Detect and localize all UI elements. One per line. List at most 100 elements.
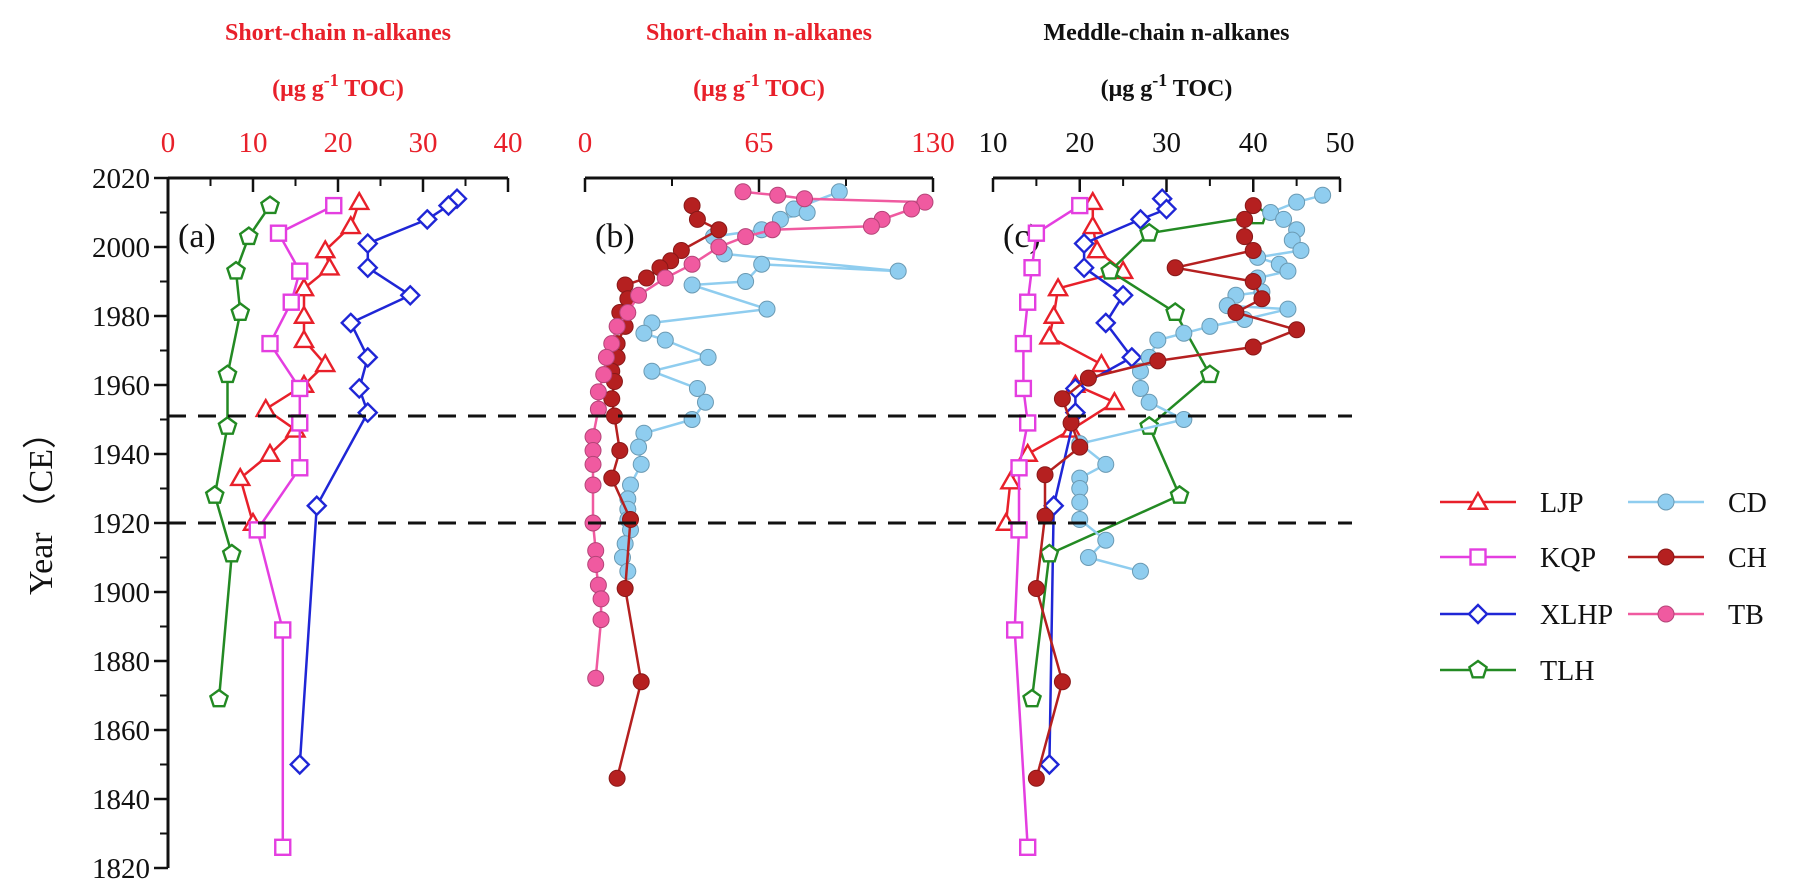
data-point — [1244, 338, 1262, 356]
data-point — [204, 484, 225, 504]
data-point — [1175, 411, 1193, 428]
series-KQP — [248, 196, 343, 856]
data-point — [291, 414, 309, 432]
legend-item-CH: CH — [1628, 543, 1767, 574]
x-tick-label: 50 — [1326, 127, 1355, 159]
panel-label: (b) — [595, 218, 635, 255]
data-point — [1236, 210, 1254, 228]
data-point — [291, 379, 309, 398]
legend-marker — [1657, 493, 1675, 511]
data-point — [437, 194, 460, 217]
data-point — [737, 228, 755, 246]
data-point — [696, 393, 714, 411]
series-CH — [1027, 197, 1306, 787]
x-tick-label: 65 — [745, 127, 774, 159]
data-point — [238, 226, 259, 246]
series-CD — [613, 183, 907, 580]
data-point — [1103, 390, 1126, 411]
data-point — [1139, 222, 1160, 242]
data-point — [1236, 228, 1254, 246]
data-point — [619, 304, 637, 322]
data-point — [1073, 232, 1095, 255]
data-point — [248, 521, 266, 539]
data-point — [763, 221, 781, 239]
x-tick-label: 0 — [161, 127, 176, 159]
data-point — [592, 611, 610, 629]
data-point — [1036, 466, 1054, 484]
data-point — [292, 276, 316, 297]
data-point — [1131, 379, 1149, 397]
data-point — [597, 348, 615, 366]
data-point — [258, 442, 282, 462]
data-point — [1071, 511, 1089, 529]
data-point — [1079, 549, 1097, 566]
data-point — [1149, 331, 1167, 349]
legend-item-CD: CD — [1628, 488, 1767, 519]
legend-label: TLH — [1540, 656, 1594, 687]
y-tick-label: 2020 — [92, 163, 150, 195]
data-point — [796, 190, 814, 208]
x-tick-label: 130 — [911, 127, 955, 159]
data-point — [1095, 312, 1117, 334]
data-point — [688, 379, 706, 397]
y-axis-label: Year（CE） — [22, 415, 60, 595]
data-point — [221, 543, 242, 563]
data-point — [1027, 224, 1046, 242]
x-tick-label: 20 — [1065, 127, 1094, 159]
panel-unit: (μg g-1 TOC) — [693, 70, 825, 102]
y-tick-label: 1960 — [92, 370, 150, 402]
legend-item-TLH: TLH — [1440, 656, 1594, 687]
data-point — [1244, 241, 1262, 259]
data-point — [603, 469, 621, 487]
data-point — [683, 276, 701, 294]
data-point — [1129, 208, 1152, 231]
series-line — [298, 197, 458, 765]
data-point — [1027, 769, 1045, 787]
legend-marker — [1469, 548, 1487, 566]
data-point — [830, 183, 848, 201]
data-point — [261, 334, 279, 353]
data-point — [1112, 284, 1134, 306]
data-point — [225, 260, 247, 280]
x-tick-label: 0 — [578, 127, 593, 159]
legend-label: XLHP — [1540, 600, 1613, 631]
legend-item-LJP: LJP — [1440, 488, 1584, 519]
panel-unit: (μg g-1 TOC) — [1101, 70, 1233, 102]
data-point — [616, 276, 634, 294]
data-point — [259, 195, 281, 215]
data-point — [282, 293, 300, 311]
data-point — [1279, 300, 1297, 318]
data-point — [1014, 334, 1033, 353]
data-point — [269, 224, 288, 242]
data-point — [672, 241, 690, 259]
data-point — [903, 200, 921, 218]
data-point — [587, 555, 605, 573]
data-point — [587, 669, 605, 687]
data-point — [753, 255, 771, 273]
data-point — [1071, 438, 1089, 456]
series-line — [213, 204, 272, 700]
data-point — [683, 255, 701, 273]
legend-label: TB — [1728, 600, 1764, 631]
data-point — [889, 262, 907, 280]
panel-title: Short-chain n-alkanes — [225, 20, 451, 46]
series-KQP — [1005, 196, 1089, 856]
data-point — [1019, 838, 1037, 856]
data-point — [656, 269, 674, 287]
data-point — [1149, 352, 1167, 370]
data-point — [289, 753, 311, 776]
series-TB — [584, 183, 934, 687]
data-point — [1288, 321, 1306, 339]
data-point — [1097, 531, 1115, 549]
data-point — [291, 459, 309, 477]
data-point — [1010, 459, 1028, 477]
data-point — [1279, 262, 1297, 280]
legend-label: KQP — [1540, 543, 1596, 574]
series-LJP — [994, 190, 1135, 531]
series-TLH — [1022, 205, 1268, 708]
data-point — [589, 383, 607, 401]
data-point — [1100, 260, 1121, 280]
